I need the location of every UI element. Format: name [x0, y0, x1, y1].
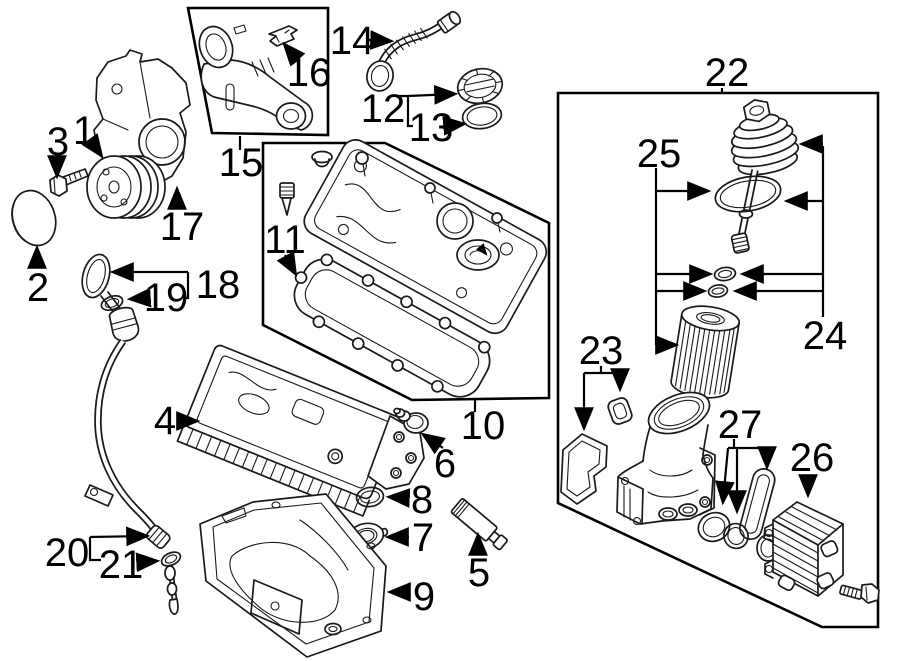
part-cover-plug[interactable]	[311, 150, 333, 168]
part-crank-pulley[interactable]	[86, 155, 166, 219]
callout-label-2[interactable]: 2	[27, 266, 49, 310]
callout-label-7[interactable]: 7	[412, 516, 434, 560]
part-cap-oring-large[interactable]	[713, 172, 784, 217]
leader-11	[276, 250, 298, 277]
part-housing-gasket-large[interactable]	[560, 433, 608, 505]
inset-box-valve-cover	[261, 141, 551, 402]
callout-label-4[interactable]: 4	[154, 399, 176, 443]
callout-label-9[interactable]: 9	[413, 575, 435, 619]
callout-label-26[interactable]: 26	[790, 436, 835, 480]
leader-12	[407, 84, 459, 105]
callout-label-12[interactable]: 12	[361, 87, 406, 131]
callout-label-17[interactable]: 17	[160, 205, 205, 249]
part-upper-timing-cover[interactable]	[194, 22, 314, 131]
part-lower-oil-pan[interactable]	[199, 493, 387, 658]
callout-label-21[interactable]: 21	[99, 543, 144, 587]
leader-27a	[715, 447, 735, 506]
part-cooler-bolt[interactable]	[839, 583, 880, 604]
callout-label-5[interactable]: 5	[468, 551, 490, 595]
callout-leaders	[27, 30, 825, 602]
callout-label-1[interactable]: 1	[73, 109, 95, 153]
part-filler-cap-seal[interactable]	[461, 101, 503, 131]
part-oil-filter-element[interactable]	[669, 303, 741, 402]
leader-14	[368, 30, 395, 50]
leader-21	[135, 552, 161, 573]
part-housing-gasket-small[interactable]	[606, 396, 633, 425]
callout-label-13[interactable]: 13	[409, 106, 454, 150]
part-dipstick-assembly[interactable]	[78, 251, 183, 615]
part-filter-housing[interactable]	[616, 384, 716, 526]
part-tube-seal	[160, 551, 182, 567]
leader-12-bracket	[399, 94, 413, 128]
part-filter-cap[interactable]	[722, 93, 802, 180]
leader-18-bracket	[185, 272, 190, 300]
callout-label-25[interactable]: 25	[637, 132, 682, 176]
leader-6	[420, 432, 446, 455]
part-oil-filler-cap[interactable]	[454, 65, 505, 108]
part-sealing-cap[interactable]	[5, 185, 63, 251]
callout-label-15[interactable]: 15	[219, 141, 264, 185]
leader-20	[89, 526, 151, 547]
callout-label-23[interactable]: 23	[579, 329, 624, 373]
leader-1	[81, 133, 104, 159]
callout-label-22[interactable]: 22	[705, 51, 750, 95]
part-oring-small-1[interactable]	[713, 266, 737, 282]
part-cover-stud[interactable]	[279, 182, 295, 216]
leader-19	[126, 287, 152, 308]
part-dipstick-oring	[100, 294, 124, 312]
callout-label-19[interactable]: 19	[144, 276, 189, 320]
callout-label-10[interactable]: 10	[461, 404, 506, 448]
part-oil-cooler[interactable]	[763, 501, 844, 597]
leader-13	[442, 115, 468, 136]
callout-label-6[interactable]: 6	[434, 442, 456, 486]
callout-label-8[interactable]: 8	[411, 478, 433, 522]
part-retaining-clip[interactable]	[268, 25, 298, 47]
part-valve-cover-gasket[interactable]	[279, 244, 500, 410]
leader-20-bracket	[88, 537, 101, 562]
part-seal-ring[interactable]	[355, 486, 385, 509]
callout-label-11[interactable]: 11	[264, 218, 306, 262]
part-upper-oil-pan[interactable]	[176, 344, 425, 517]
leader-8	[385, 488, 411, 508]
callout-label-3[interactable]: 3	[47, 120, 69, 164]
callout-label-24[interactable]: 24	[803, 314, 848, 358]
callout-label-16[interactable]: 16	[287, 51, 332, 95]
part-sealant-tube[interactable]	[450, 498, 510, 552]
inset-box-oil-filter-assembly	[556, 91, 880, 629]
part-breather-hose[interactable]	[364, 10, 462, 94]
leader-16	[282, 41, 306, 67]
part-cap-stem[interactable]	[730, 169, 759, 254]
inset-box-upper-timing-cover	[186, 6, 330, 137]
callout-label-20[interactable]: 20	[45, 531, 90, 575]
part-oring-small-2[interactable]	[707, 284, 729, 299]
callout-label-18[interactable]: 18	[196, 263, 241, 307]
callout-label-14[interactable]: 14	[330, 19, 375, 63]
part-housing-oring-1[interactable]	[694, 508, 735, 547]
callout-label-27[interactable]: 27	[718, 403, 763, 447]
part-valve-cover[interactable]	[299, 135, 551, 338]
part-pulley-bolt[interactable]	[49, 168, 89, 197]
part-oil-drain-plug[interactable]	[393, 407, 429, 434]
